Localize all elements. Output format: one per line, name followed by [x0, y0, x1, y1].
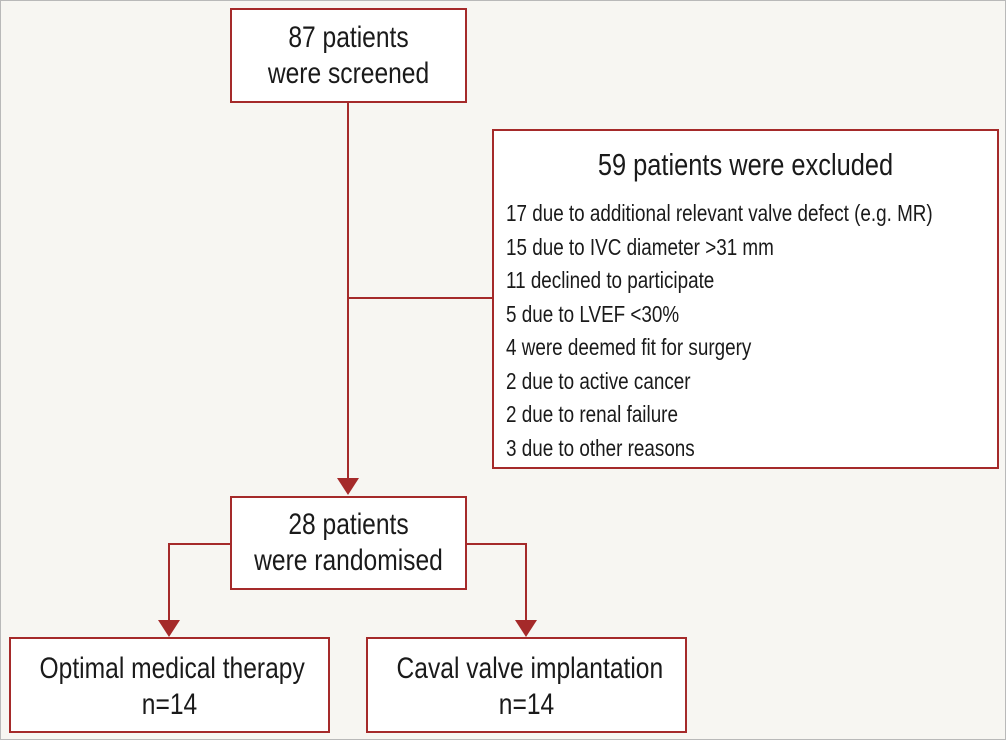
excluded-heading: 59 patients were excluded: [597, 147, 894, 182]
exclusion-reason: 11 declined to participate: [506, 267, 715, 293]
connector-to-cvi: [467, 543, 527, 621]
exclusion-reason: 3 due to other reasons: [506, 434, 695, 461]
exclusion-reason: 4 were deemed fit for surgery: [506, 334, 752, 360]
exclusion-reason: 17 due to additional relevant valve defe…: [506, 200, 933, 226]
arm-box-optimal-medical-therapy: Optimal medical therapy n=14: [9, 637, 330, 733]
arrowhead-cvi: [515, 620, 537, 637]
exclusion-reason: 2 due to active cancer: [506, 367, 691, 394]
arm-box-caval-valve-implantation: Caval valve implantation n=14: [366, 637, 687, 733]
connector-to-omt: [168, 543, 230, 621]
exclusion-reason: 5 due to LVEF <30%: [506, 300, 680, 327]
excluded-box: 59 patients were excluded 17 due to addi…: [492, 129, 999, 469]
arm-label: Optimal medical therapy: [39, 652, 305, 685]
randomised-count: 28 patients: [288, 508, 409, 541]
arm-count: n=14: [141, 688, 198, 721]
randomised-label: were randomised: [254, 544, 443, 577]
arm-count: n=14: [498, 688, 555, 721]
randomised-box: 28 patients were randomised: [230, 496, 467, 590]
exclusion-reason: 2 due to renal failure: [506, 401, 678, 427]
screened-box: 87 patients were screened: [230, 8, 467, 103]
exclusion-reason: 15 due to IVC diameter >31 mm: [506, 233, 774, 260]
screened-label: were screened: [267, 57, 430, 90]
screened-count: 87 patients: [288, 21, 409, 54]
arrowhead-randomised: [337, 478, 359, 495]
arm-label: Caval valve implantation: [396, 652, 664, 685]
arrowhead-omt: [158, 620, 180, 637]
